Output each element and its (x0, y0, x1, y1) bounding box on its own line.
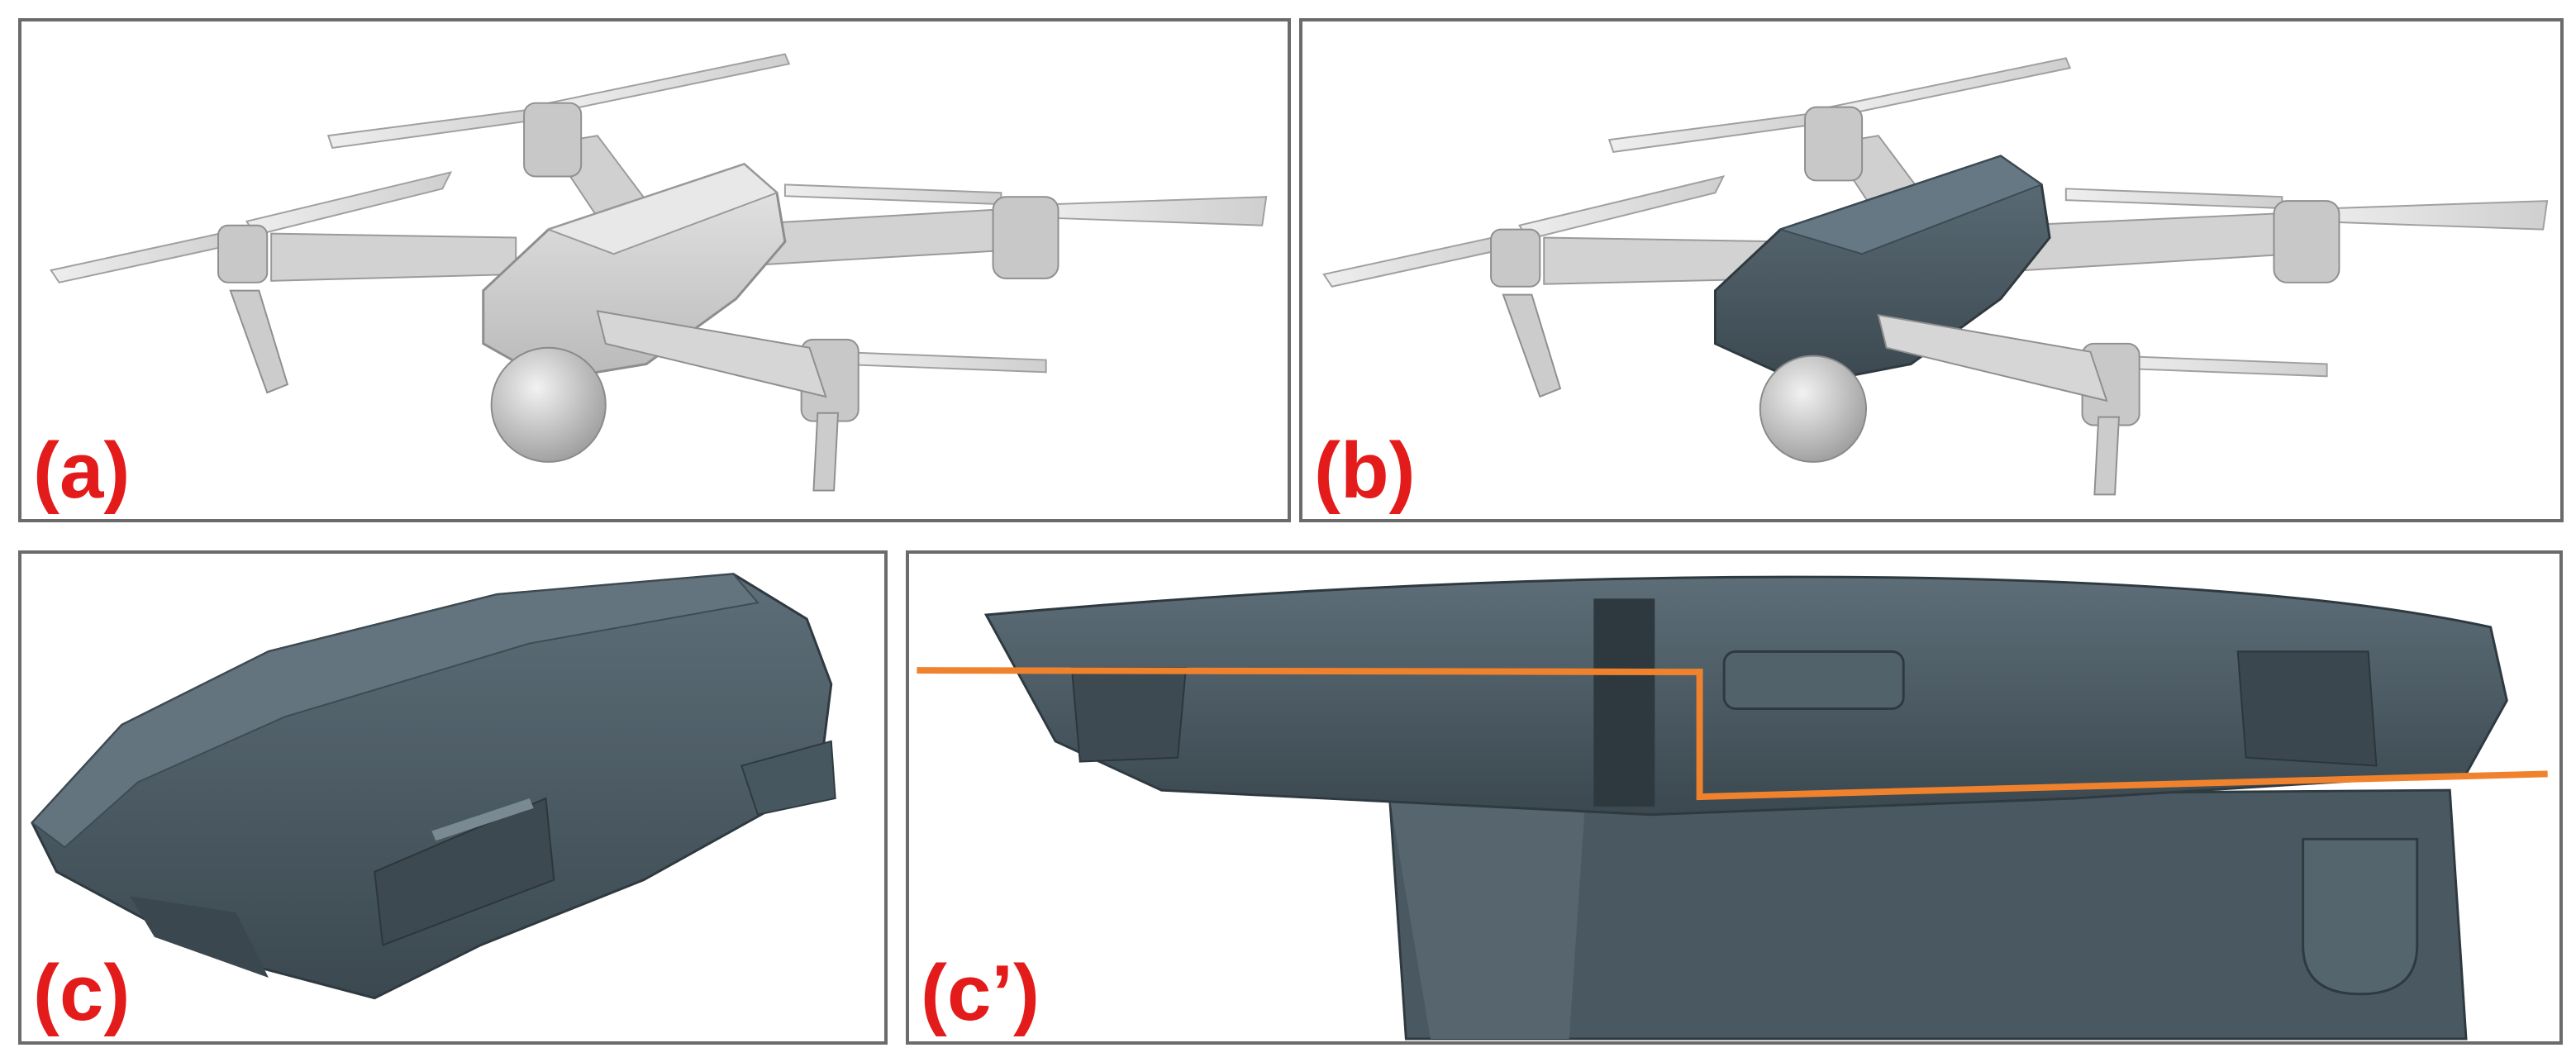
panel-b: (b) (1299, 18, 2564, 522)
panel-label-a: (a) (33, 426, 131, 515)
body-shell-illustration (31, 573, 836, 1000)
panel-label-c: (c) (33, 949, 131, 1037)
drone-highlighted-body-illustration (1322, 57, 2549, 496)
panel-c: (c) (18, 550, 888, 1045)
body-section-illustration (917, 575, 2548, 1041)
panel-a: (a) (18, 18, 1291, 522)
drone-light-illustration (50, 53, 1268, 492)
panel-label-c-prime: (c’) (921, 949, 1040, 1037)
panel-c-prime: (c’) (906, 550, 2563, 1045)
section-cut-line (917, 667, 2548, 801)
panel-label-b: (b) (1314, 426, 1416, 515)
